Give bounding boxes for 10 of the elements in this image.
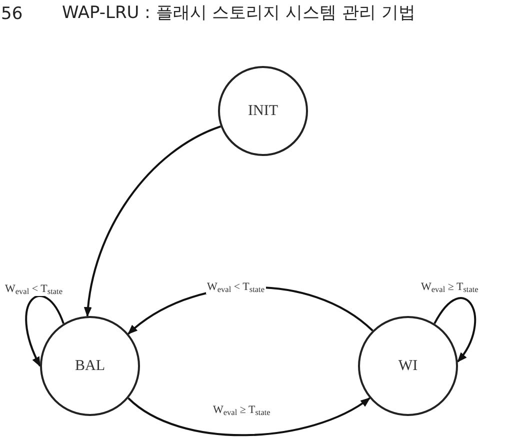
self-loop-arrow [434,297,476,362]
running-header: WAP-LRU : 플래시 스토리지 시스템 관리 기법 [62,2,416,25]
arrow [84,125,222,318]
edge-label: W$_{eval}$ < T$_{state}$ [4,282,64,296]
arrow [128,397,371,436]
self-loop-arrow [25,295,64,367]
edge-label: W$_{eval}$ ≥ T$_{state}$ [420,280,480,294]
edge-label: W$_{eval}$ ≥ T$_{state}$ [212,403,272,417]
page-number: 56 [1,3,23,26]
edge-label: W$_{eval}$ < T$_{state}$ [206,280,266,294]
